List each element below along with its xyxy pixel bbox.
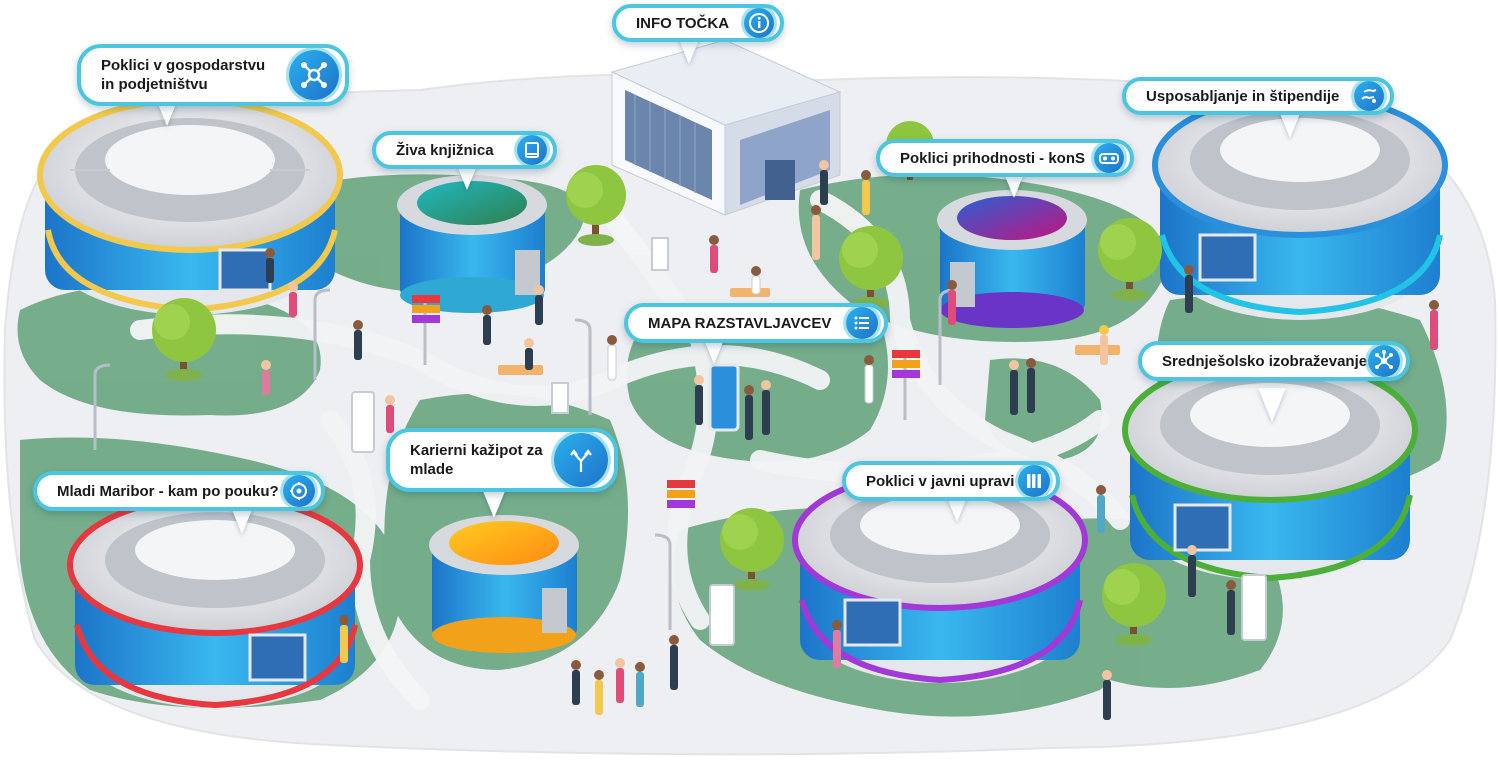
callout-label: Poklici v javni upravi xyxy=(866,472,1015,490)
pavilion-ziva-knjiznica xyxy=(397,175,547,313)
stadium-usposabljanje xyxy=(1152,92,1448,320)
street-lamps xyxy=(93,288,956,630)
callout-javni-upravi[interactable]: Poklici v javni upravi xyxy=(842,461,1060,501)
callout-poklici-prihodnosti[interactable]: Poklici prihodnosti - konS xyxy=(876,139,1134,177)
callout-mapa-razstavljavcev[interactable]: MAPA RAZSTAVLJAVCEV xyxy=(624,303,888,343)
stadium-srednjesolsko xyxy=(1122,357,1418,582)
callout-label: Karierni kažipot za mlade xyxy=(410,442,543,478)
callout-label: Mladi Maribor - kam po pouku? xyxy=(57,482,279,500)
signpost-icon xyxy=(554,433,608,487)
callout-label: Usposabljanje in štipendije xyxy=(1146,87,1340,105)
pavilion-karierni-kazipot xyxy=(429,515,579,653)
pavilion-poklici-prihodnosti xyxy=(937,190,1087,328)
callout-poklici-gospodarstvu[interactable]: Poklici v gospodarstvu in podjetništvu xyxy=(77,44,349,106)
callout-karierni-kazipot[interactable]: Karierni kažipot za mlade xyxy=(386,428,618,492)
callout-label: MAPA RAZSTAVLJAVCEV xyxy=(648,314,832,332)
stadium-javna-uprava xyxy=(792,469,1088,684)
book-icon xyxy=(517,135,547,165)
stadium-mladi-maribor xyxy=(67,494,363,709)
kiosks xyxy=(351,237,1267,646)
people xyxy=(261,160,1439,720)
callout-info-tocka[interactable]: INFO TOČKA xyxy=(612,4,784,42)
callout-usposabljanje[interactable]: Usposabljanje in štipendije xyxy=(1122,77,1394,115)
callout-srednjesolsko[interactable]: Srednješolsko izobraževanje xyxy=(1138,341,1410,381)
info-building xyxy=(610,39,842,216)
stadium-gospodarstvo xyxy=(37,97,343,315)
callout-mladi-maribor[interactable]: Mladi Maribor - kam po pouku? xyxy=(33,471,325,511)
molecule-icon xyxy=(289,50,339,100)
callout-ziva-knjiznica[interactable]: Živa knjižnica xyxy=(372,131,557,169)
list-icon xyxy=(846,307,878,339)
callout-label: Živa knjižnica xyxy=(396,141,494,159)
callout-label: INFO TOČKA xyxy=(636,14,730,32)
target-icon xyxy=(283,475,315,507)
signposts xyxy=(412,295,920,508)
hand-coin-icon xyxy=(1354,81,1384,111)
callout-label: Srednješolsko izobraževanje xyxy=(1162,352,1368,370)
callout-label: Poklici prihodnosti - konS xyxy=(900,149,1086,167)
trees xyxy=(152,121,1166,646)
callout-label: Poklici v gospodarstvu in podjetništvu xyxy=(101,57,266,93)
info-icon xyxy=(744,8,774,38)
network-icon xyxy=(1368,345,1400,377)
vr-goggles-icon xyxy=(1094,143,1124,173)
books-icon xyxy=(1018,465,1050,497)
